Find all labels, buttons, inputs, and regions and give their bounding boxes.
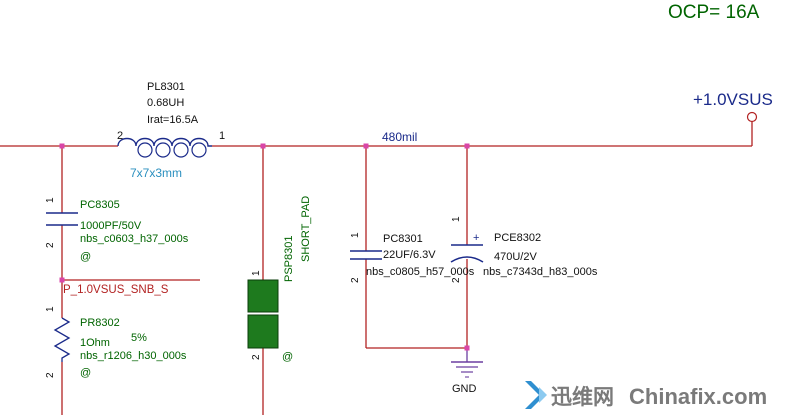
pr8302-ref: PR8302 [80, 317, 120, 329]
inductor-value: 0.68UH [147, 97, 184, 109]
short-pad-lower-icon [247, 314, 279, 349]
pr8302-pin-bottom: 2 [45, 372, 56, 378]
psp8301-pin-bottom: 2 [251, 354, 262, 360]
rail-width-label: 480mil [382, 130, 417, 144]
psp8301-flag: @ [282, 351, 293, 363]
pc8301-pin-top: 1 [350, 232, 361, 238]
pr8302-pin-top: 1 [45, 306, 56, 312]
pce8302-ref: PCE8302 [494, 232, 541, 244]
pc8305-footprint: nbs_c0603_h37_000s [80, 233, 189, 245]
capacitor-pc8305: 1 2 PC8305 1000PF/50V nbs_c0603_h37_000s… [45, 197, 189, 263]
psp8301-ref: PSP8301 [283, 236, 295, 282]
main-rail-wire [0, 122, 753, 147]
pce8302-polarity: + [473, 232, 479, 244]
ground-symbol: GND [451, 348, 483, 395]
pc8301-footprint: nbs_c0805_h57_000s [366, 266, 475, 278]
snubber-net-label: P_1.0VSUS_SNB_S [63, 284, 169, 296]
pce8302-footprint: nbs_c7343d_h83_000s [483, 266, 598, 278]
inductor-package: 7x7x3mm [130, 166, 182, 180]
watermark-cn: 迅维网 [551, 385, 614, 409]
pc8305-pin-bottom: 2 [45, 242, 56, 248]
rail-port-icon [746, 111, 758, 123]
pce8302-value: 470U/2V [494, 251, 537, 263]
resistor-zigzag-icon [53, 317, 71, 362]
junction-node [260, 143, 266, 149]
junction-node [363, 143, 369, 149]
watermark-box [517, 375, 799, 415]
pc8301-ref: PC8301 [383, 233, 423, 245]
pce8302-pin-top: 1 [451, 216, 462, 222]
watermark-en: Chinafix.com [629, 384, 767, 409]
junction-node [59, 277, 65, 283]
snubber-branch-wire [61, 146, 200, 415]
inductor-irat: Irat=16.5A [147, 114, 199, 126]
pr8302-footprint: nbs_r1206_h30_000s [80, 350, 187, 362]
junction-node [59, 143, 65, 149]
polarized-plate-icon [450, 256, 484, 263]
inductor-pin-left: 2 [117, 130, 123, 142]
pc8305-value: 1000PF/50V [80, 220, 142, 232]
watermark: 迅维网 Chinafix.com [525, 381, 767, 409]
psp8301-type: SHORT_PAD [300, 196, 312, 262]
pr8302-tolerance: 5% [131, 332, 147, 344]
capacitor-pc8301: 1 2 PC8301 22UF/6.3V nbs_c0805_h57_000s [350, 232, 475, 283]
pc8305-pin-top: 1 [45, 197, 56, 203]
rail-net-label: +1.0VSUS [693, 90, 773, 109]
inductor-coil-icon [117, 137, 212, 147]
ground-label: GND [452, 383, 477, 395]
pr8302-flag: @ [80, 367, 91, 379]
output-cap-wires [365, 146, 468, 349]
pc8305-ref: PC8305 [80, 199, 120, 211]
pce8302-pin-bottom: 2 [451, 277, 462, 283]
pc8301-pin-bottom: 2 [350, 277, 361, 283]
short-pad-upper-icon [247, 279, 279, 313]
inductor-ref: PL8301 [147, 81, 185, 93]
inductor-pl8301: PL8301 0.68UH Irat=16.5A 7x7x3mm 2 1 [117, 81, 225, 180]
junction-node [464, 143, 470, 149]
pc8301-value: 22UF/6.3V [383, 249, 436, 261]
junction-node [464, 345, 470, 351]
capacitor-pce8302: + 1 2 PCE8302 470U/2V nbs_c7343d_h83_000… [450, 216, 598, 283]
inductor-pin-right: 1 [219, 130, 225, 142]
resistor-pr8302: 1 2 PR8302 5% 1Ohm nbs_r1206_h30_000s @ [45, 306, 187, 379]
psp8301-pin-top: 1 [251, 270, 262, 276]
ocp-label: OCP= 16A [668, 2, 760, 23]
pc8305-flag: @ [80, 251, 91, 263]
short-pad-psp8301: 1 2 PSP8301 SHORT_PAD @ [247, 146, 312, 415]
pr8302-value: 1Ohm [80, 337, 110, 349]
junction-nodes [59, 143, 470, 351]
